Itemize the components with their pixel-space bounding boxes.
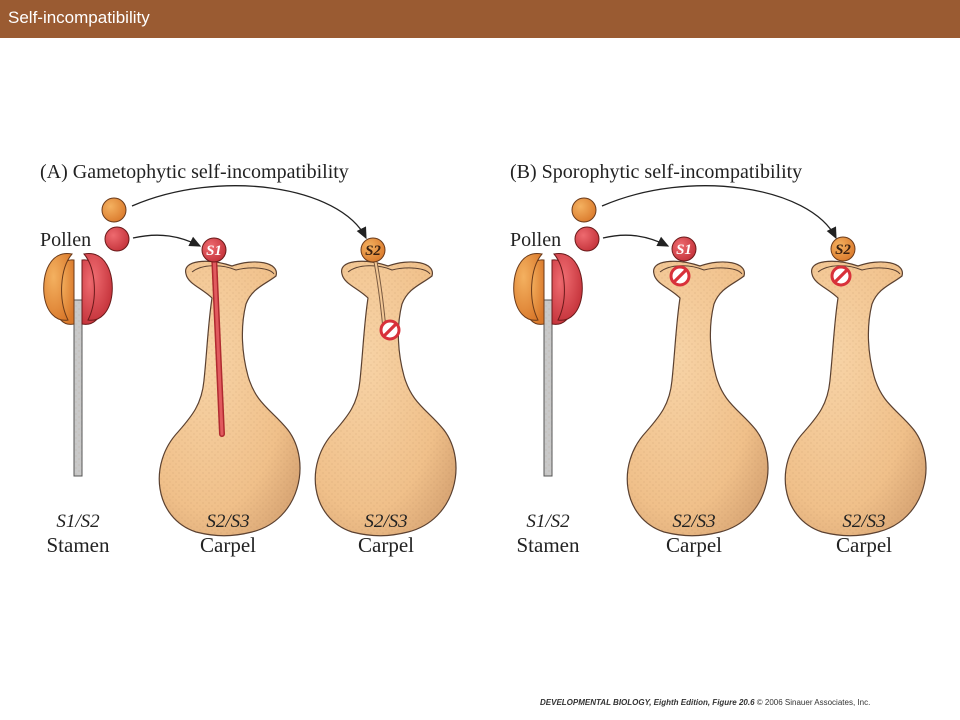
pollen-grain-orange bbox=[101, 197, 127, 223]
caption-book: DEVELOPMENTAL BIOLOGY, Eighth Edition, F… bbox=[540, 698, 755, 707]
carpel-b2-genotype: S2/S3 bbox=[842, 511, 885, 532]
stamen-b-genotype: S1/S2 bbox=[526, 511, 570, 532]
pollen-label: Pollen bbox=[40, 229, 91, 251]
pollen-grain-orange bbox=[571, 197, 597, 223]
s2-tag: S2 bbox=[835, 242, 851, 258]
carpel-a2-label: Carpel bbox=[358, 533, 414, 557]
s1-tag: S1 bbox=[206, 243, 222, 259]
pollen-s2-on-stigma bbox=[830, 236, 856, 262]
pollen-grain-red bbox=[104, 226, 130, 252]
panel-b-title: (B) Sporophytic self-incompatibility bbox=[510, 161, 802, 183]
pollen-label: Pollen bbox=[510, 229, 561, 251]
carpel-a2-genotype: S2/S3 bbox=[364, 511, 407, 532]
carpel-b1 bbox=[626, 260, 769, 537]
panel-a-title: (A) Gametophytic self-incompatibility bbox=[40, 161, 349, 183]
pollen-s2-on-stigma bbox=[360, 237, 386, 263]
panel-a: (A) Gametophytic self-incompatibility Po… bbox=[40, 161, 457, 557]
carpel-a1-label: Carpel bbox=[200, 533, 256, 557]
arrow-to-carpel-1 bbox=[602, 234, 670, 247]
figure-caption: DEVELOPMENTAL BIOLOGY, Eighth Edition, F… bbox=[540, 698, 870, 707]
carpel-b1-genotype: S2/S3 bbox=[672, 511, 715, 532]
caption-copyright: © 2006 Sinauer Associates, Inc. bbox=[756, 698, 871, 707]
title-bar: Self-incompatibility bbox=[0, 0, 960, 38]
block-icon bbox=[830, 265, 852, 287]
stamen-a-label: Stamen bbox=[47, 533, 110, 557]
carpel-a2 bbox=[314, 252, 457, 537]
pollen-s1-on-stigma bbox=[201, 237, 227, 263]
arrow-to-carpel-2 bbox=[601, 185, 837, 240]
block-icon bbox=[669, 265, 691, 287]
stamen-b-label: Stamen bbox=[517, 533, 580, 557]
stamen-b bbox=[513, 253, 583, 477]
carpel-b1-label: Carpel bbox=[666, 533, 722, 557]
stamen-a bbox=[43, 253, 113, 477]
panel-b: (B) Sporophytic self-incompatibility Pol… bbox=[510, 161, 927, 557]
carpel-b2-label: Carpel bbox=[836, 533, 892, 557]
carpel-a1-genotype: S2/S3 bbox=[206, 511, 249, 532]
stamen-a-genotype: S1/S2 bbox=[56, 511, 100, 532]
carpel-b2 bbox=[784, 260, 927, 537]
arrow-to-carpel-2 bbox=[131, 185, 367, 240]
arrow-to-carpel-1 bbox=[132, 234, 202, 247]
pollen-s1-on-stigma bbox=[671, 236, 697, 262]
carpel-a1 bbox=[158, 251, 301, 537]
s1-tag: S1 bbox=[676, 242, 692, 258]
block-icon bbox=[379, 319, 401, 341]
page-title: Self-incompatibility bbox=[8, 8, 150, 27]
pollen-grain-red bbox=[574, 226, 600, 252]
s2-tag: S2 bbox=[365, 243, 381, 259]
